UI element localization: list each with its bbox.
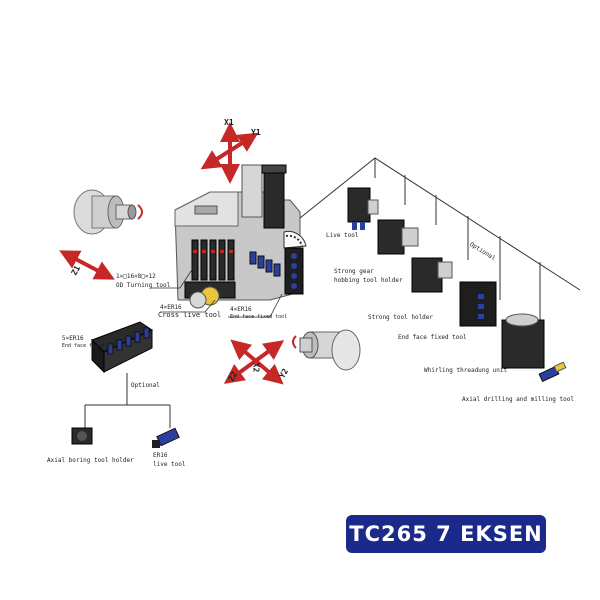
- axial-drilling-label: Axial drilling and milling tool: [462, 396, 574, 403]
- axis-x1-label: X1: [224, 118, 234, 127]
- axial-drilling-tool: [538, 361, 567, 383]
- left-block-spec: 5×ER16: [62, 335, 84, 342]
- left-axis-arrow: [59, 250, 115, 280]
- er16-live-label: live tool: [153, 461, 186, 468]
- end-face-fixed-right: [459, 281, 497, 327]
- left-optional-tree: [84, 373, 171, 428]
- end-face-fixed-label: End face fixed tool: [230, 314, 288, 320]
- bottom-axis-arrows: [223, 339, 285, 385]
- whirling-label: Whirling threadung unit: [424, 367, 508, 374]
- turret-body: [174, 164, 307, 309]
- cross-live-label: Cross live tool: [158, 311, 222, 319]
- axial-boring-holder: [71, 427, 93, 445]
- er16-live-tool: [152, 427, 180, 448]
- cross-live-spec: 4×ER16: [160, 304, 182, 311]
- model-badge: TC265 7 EKSEN: [346, 515, 546, 553]
- strong-gear-line1: Strong gear: [334, 268, 374, 275]
- live-tool-holder: [347, 187, 379, 230]
- left-block-label: End face fixed tool: [62, 343, 120, 349]
- live-tool-label: Live tool: [326, 232, 359, 239]
- od-turning-label: OD Turning tool: [116, 282, 171, 289]
- strong-tool-holder: [411, 257, 453, 293]
- end-face-fixed-spec: 4×ER16: [230, 306, 252, 313]
- end-face-fixed-block: [91, 321, 154, 374]
- od-turning-spec: 1×□16×8□×12: [116, 273, 156, 280]
- axis-x2-label: X2: [251, 362, 261, 373]
- strong-gear-line2: hobbing tool holder: [334, 277, 403, 284]
- optional-left-label: Optional: [131, 382, 160, 389]
- leader-lines: [150, 264, 283, 318]
- end-face-fixed-tool-label: End face fixed tool: [398, 334, 467, 341]
- whirling-unit: [501, 313, 545, 369]
- strong-tool-holder-label: Strong tool holder: [368, 314, 434, 321]
- right-spindle: [292, 329, 361, 371]
- left-spindle: [73, 189, 143, 235]
- right-optional-tree: [299, 157, 581, 360]
- strong-gear-holder: [377, 219, 419, 255]
- axial-boring-label: Axial boring tool holder: [47, 457, 134, 464]
- axis-y1-label: Y1: [251, 128, 261, 137]
- top-axis-arrows: [200, 122, 259, 184]
- er16-live-spec: ER16: [153, 452, 168, 459]
